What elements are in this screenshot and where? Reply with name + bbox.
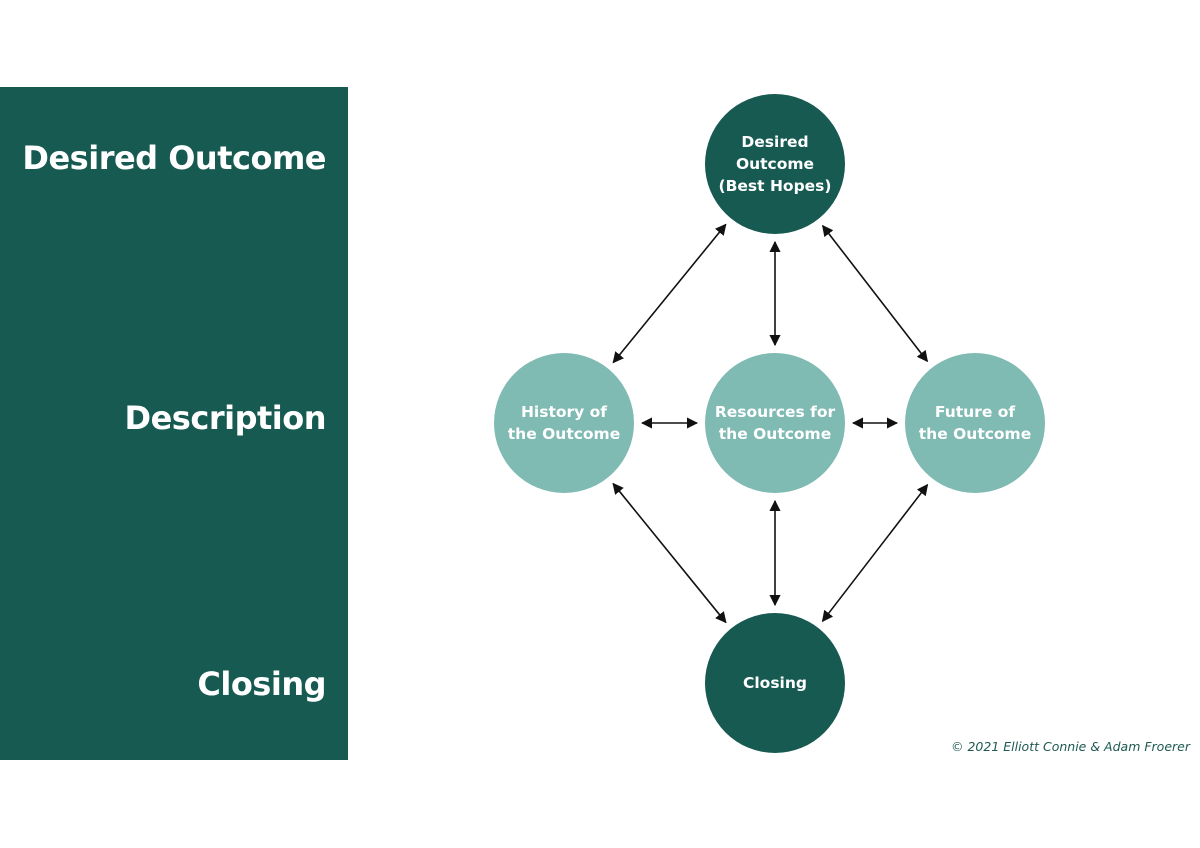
node-label-desired: Desired [741, 133, 808, 151]
arrow-desired-future [821, 224, 929, 363]
node-circle-future [905, 353, 1045, 493]
section-panel: Desired Outcome Description Closing [0, 87, 348, 760]
node-label-future: Future of [935, 403, 1015, 421]
node-circle-desired [705, 94, 845, 234]
node-circle-resources [705, 353, 845, 493]
node-circle-closing [705, 613, 845, 753]
node-future: Future of the Outcome [905, 353, 1045, 493]
copyright-notice: © 2021 Elliott Connie & Adam Froerer [950, 739, 1190, 754]
node-label-resources: the Outcome [719, 425, 831, 443]
node-circle-history [494, 353, 634, 493]
node-label-resources: Resources for [715, 403, 836, 421]
node-label-closing: Closing [743, 674, 807, 692]
node-label-history: the Outcome [508, 425, 620, 443]
node-label-future: the Outcome [919, 425, 1031, 443]
node-closing: Closing [705, 613, 845, 753]
section-label-desired-outcome: Desired Outcome [22, 139, 326, 177]
node-history: History of the Outcome [494, 353, 634, 493]
node-label-desired: Outcome [736, 155, 814, 173]
arrow-desired-history [612, 223, 727, 364]
arrow-history-closing [612, 482, 727, 624]
section-label-description: Description [124, 399, 327, 437]
section-label-closing: Closing [197, 665, 326, 703]
arrow-future-closing [821, 483, 929, 623]
node-label-history: History of [521, 403, 607, 421]
node-resources: Resources for the Outcome [705, 353, 845, 493]
node-label-desired: (Best Hopes) [719, 177, 832, 195]
